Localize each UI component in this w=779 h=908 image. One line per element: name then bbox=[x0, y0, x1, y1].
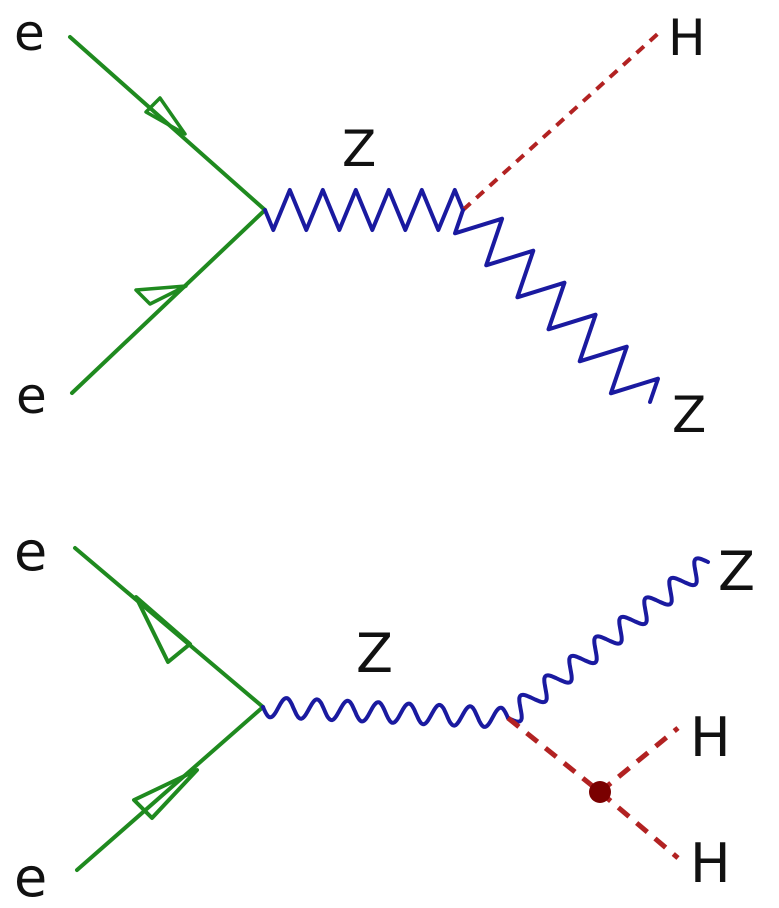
bottom-higgs-vertex-dot bbox=[589, 781, 611, 803]
bottom-higgs-line-lower bbox=[598, 790, 680, 860]
bottom-label-z-propagator: Z bbox=[356, 622, 393, 685]
bottom-label-h-lower: H bbox=[690, 832, 731, 895]
top-label-h: H bbox=[668, 9, 706, 67]
bottom-label-e-upper: e bbox=[14, 520, 47, 583]
bottom-label-h-upper: H bbox=[690, 706, 731, 769]
top-electron-arrow-lower bbox=[134, 284, 188, 306]
bottom-higgs-line-upper bbox=[598, 726, 680, 794]
bottom-label-e-lower: e bbox=[14, 846, 47, 908]
top-label-z-propagator: Z bbox=[342, 120, 376, 178]
top-label-e-lower: e bbox=[16, 367, 47, 425]
top-z-propagator-wave bbox=[263, 188, 465, 232]
bottom-higgs-line-to-vertex bbox=[506, 716, 602, 794]
bottom-electron-line-lower bbox=[75, 705, 265, 872]
top-higgs-line bbox=[461, 28, 664, 212]
bottom-z-outgoing-wave bbox=[506, 556, 710, 724]
bottom-label-z-out: Z bbox=[718, 540, 755, 603]
top-electron-line-lower bbox=[70, 208, 267, 395]
top-label-e-upper: e bbox=[14, 4, 45, 62]
bottom-electron-arrow-lower bbox=[132, 768, 199, 820]
bottom-z-propagator-wave bbox=[261, 696, 510, 729]
bottom-electron-arrow-upper bbox=[134, 595, 192, 664]
top-z-outgoing-wave bbox=[453, 208, 660, 404]
top-electron-arrow-upper bbox=[144, 96, 187, 136]
top-label-z-out: Z bbox=[672, 386, 706, 444]
diagram-bottom: e e Z Z H H bbox=[14, 520, 755, 908]
diagram-top: e e Z H Z bbox=[14, 4, 706, 444]
